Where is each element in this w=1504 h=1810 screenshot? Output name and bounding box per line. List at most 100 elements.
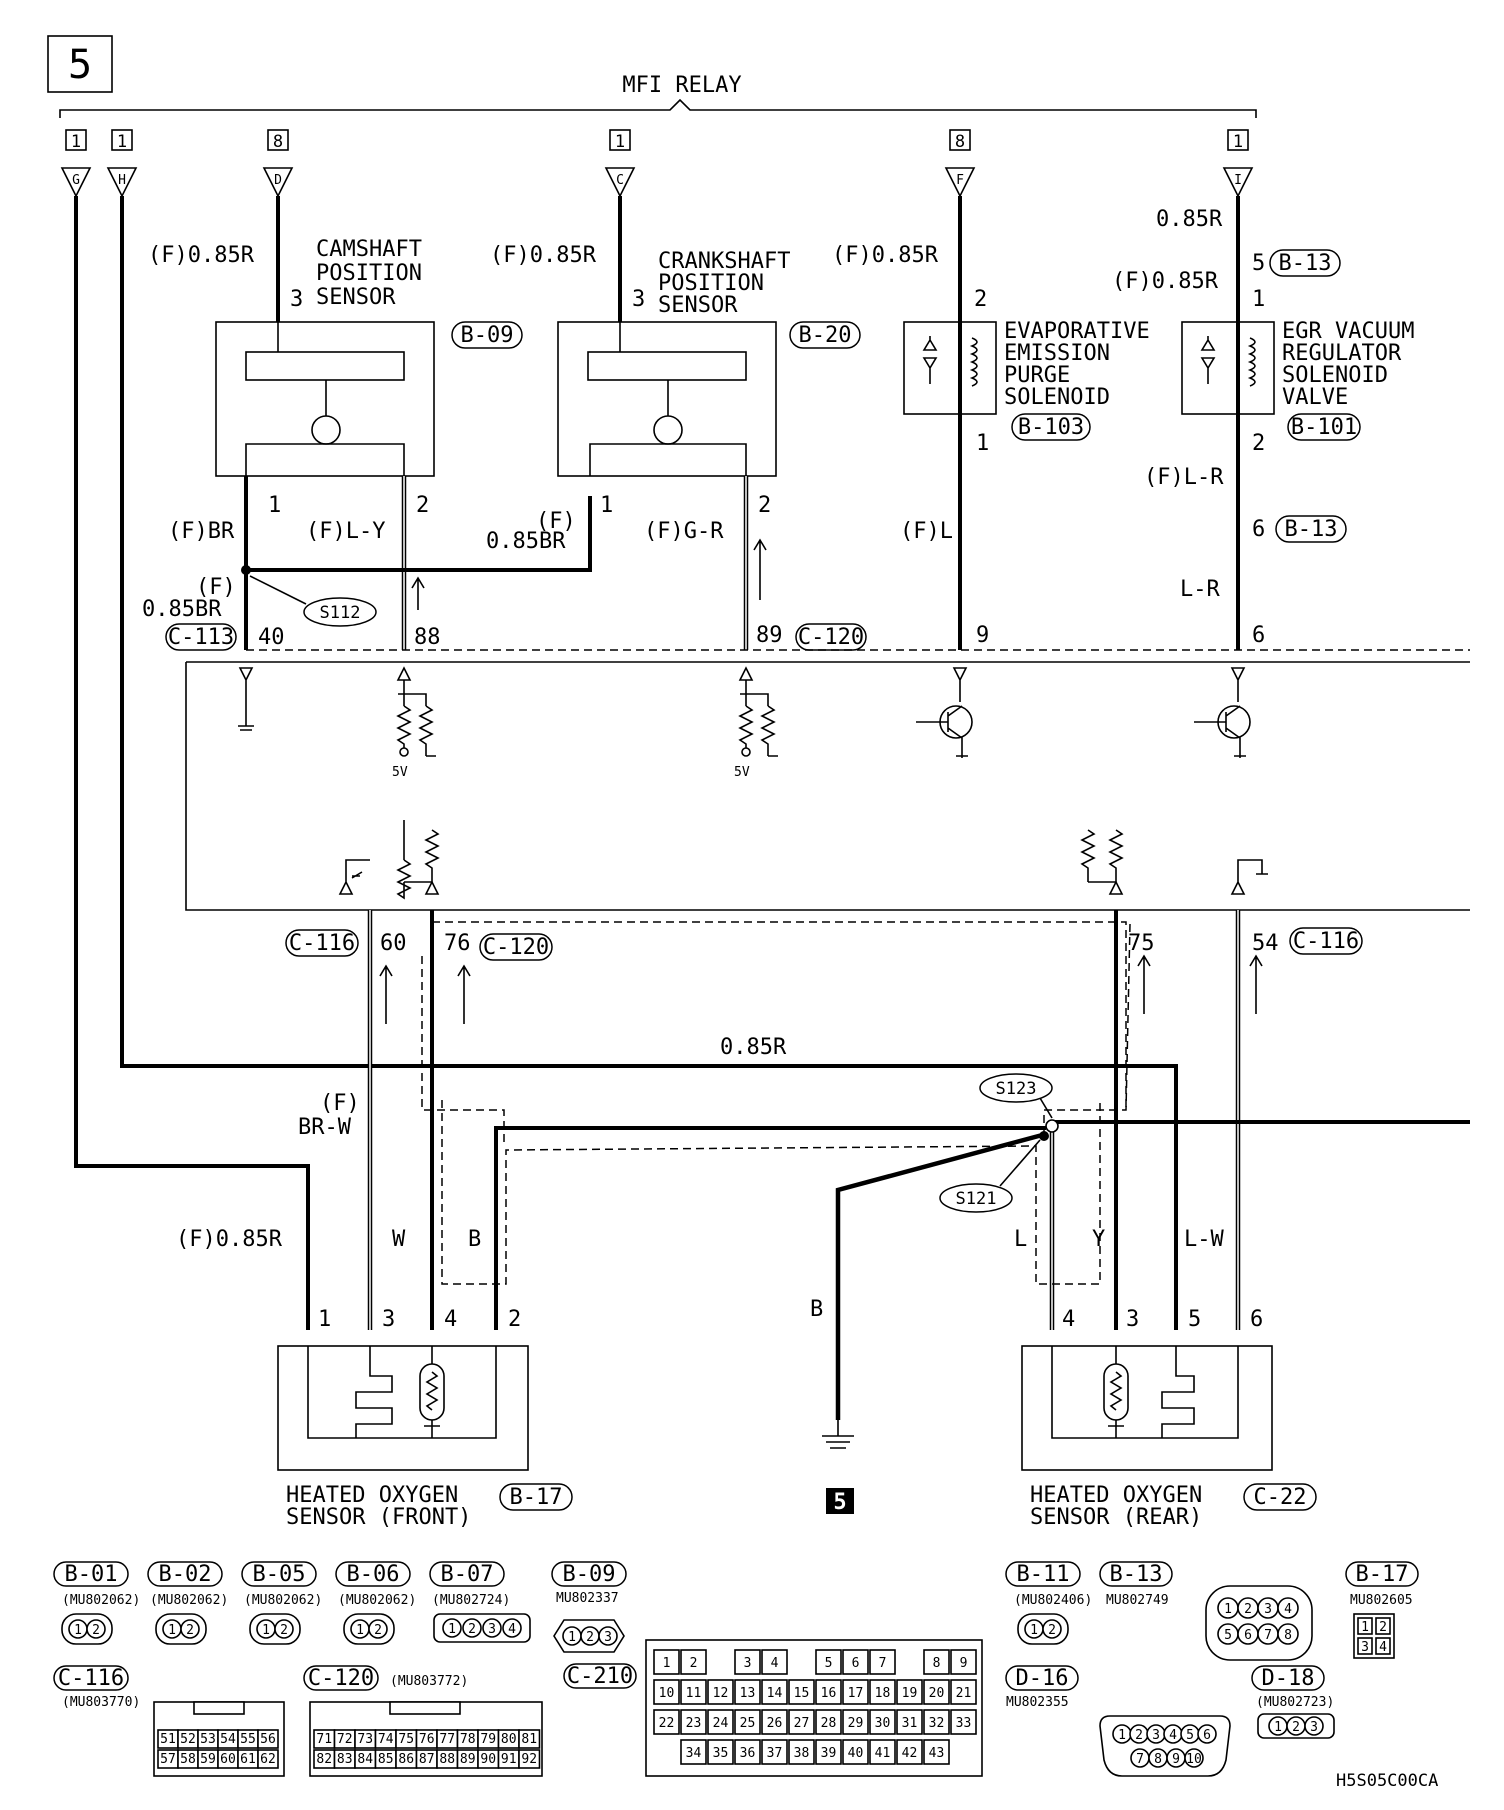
pin-cell: [923, 1649, 950, 1675]
conn-c113: C-113: [168, 625, 234, 650]
o2-front-box: [277, 1345, 529, 1471]
pin-40: 40: [258, 625, 285, 650]
svg-text:C-116: C-116: [58, 1666, 124, 1691]
pin-label: 15: [794, 1686, 810, 1701]
pin-label: 14: [767, 1686, 783, 1701]
pin-label: 30: [875, 1716, 891, 1731]
pin-label: 82: [316, 1752, 332, 1767]
pin-label: 80: [501, 1732, 517, 1747]
crank-transistor: [653, 415, 683, 445]
page-number: 5: [68, 42, 92, 88]
svg-text:1: 1: [71, 132, 81, 152]
label-o2r-l: L: [1014, 1227, 1027, 1252]
terminal-h: 1 H: [106, 129, 138, 198]
wire-h: [120, 196, 1178, 1330]
pin-o2f-2: 2: [508, 1307, 521, 1332]
svg-text:1: 1: [262, 1623, 270, 1638]
pin-cell: [680, 1649, 707, 1675]
pin-evap-2: 2: [974, 287, 987, 312]
splice-s112: S112: [320, 603, 361, 623]
svg-text:B-02: B-02: [159, 1562, 212, 1587]
svg-text:2: 2: [1379, 1620, 1387, 1635]
terminal-g: 1 G: [60, 129, 92, 198]
svg-text:(MU803772): (MU803772): [390, 1674, 468, 1689]
pin-label: 1: [1118, 1728, 1126, 1743]
svg-text:(MU802062): (MU802062): [62, 1593, 140, 1608]
label-ground-a: (F): [196, 575, 236, 600]
label-o2f-b: B: [468, 1227, 481, 1252]
pin-label: 18: [875, 1686, 891, 1701]
terminal-i: 1 I: [1222, 129, 1254, 198]
svg-text:B-09: B-09: [563, 1562, 616, 1587]
pin-cell: [707, 1709, 734, 1735]
svg-text:1: 1: [1030, 1623, 1038, 1638]
pin-cell: [842, 1679, 869, 1705]
signal-arrows: [379, 954, 1263, 1024]
svg-text:(MU803770): (MU803770): [62, 1695, 140, 1710]
pin-label: 85: [378, 1752, 394, 1767]
label-o2r-lw: L-W: [1184, 1227, 1224, 1252]
pin-label: 26: [767, 1716, 783, 1731]
crankshaft-name-2: POSITION: [658, 271, 764, 296]
pin-cell: [707, 1679, 734, 1705]
pin-cell: [680, 1679, 707, 1705]
o2-front-name-2: SENSOR (FRONT): [286, 1505, 471, 1530]
pin-label: 60: [220, 1752, 236, 1767]
pin-label: 6: [852, 1656, 860, 1671]
pin-o2r-6: 6: [1250, 1307, 1263, 1332]
splice-s123: S123: [996, 1079, 1037, 1099]
legend-b17: B-17 MU802605 1 2 3 4: [1345, 1561, 1419, 1659]
pin-label: 84: [357, 1752, 373, 1767]
pin-label: 4: [771, 1656, 779, 1671]
pin-label: 17: [848, 1686, 864, 1701]
pin-label: 21: [956, 1686, 972, 1701]
pin-cell: [815, 1649, 842, 1675]
svg-text:I: I: [1234, 173, 1242, 188]
b13-top-pill: [1269, 249, 1341, 277]
pin-cell: [815, 1709, 842, 1735]
crankshaft-sensor-box: [557, 321, 777, 477]
o2-rear-name-1: HEATED OXYGEN: [1030, 1483, 1202, 1508]
legend-b13: B-13 MU802749 1 2 3 4 5 6 7 8: [1099, 1561, 1313, 1661]
svg-text:4: 4: [508, 1622, 516, 1637]
label-cam-power: (F)0.85R: [148, 243, 255, 268]
pin-label: 51: [160, 1732, 176, 1747]
pin-cell: [869, 1649, 896, 1675]
o2-rear-box: [1021, 1345, 1273, 1471]
svg-text:MU802749: MU802749: [1106, 1593, 1169, 1608]
pin-label: 75: [398, 1732, 414, 1747]
svg-text:6: 6: [1244, 1628, 1252, 1643]
pin-cell: [653, 1649, 680, 1675]
pin-label: 7: [879, 1656, 887, 1671]
pin-label: 3: [744, 1656, 752, 1671]
pin-label: 5: [825, 1656, 833, 1671]
pin-label: 86: [398, 1752, 414, 1767]
pin-label: 1: [663, 1656, 671, 1671]
svg-text:2: 2: [586, 1630, 594, 1645]
pin-circle: [1197, 1724, 1217, 1744]
label-egr-power: (F)0.85R: [1112, 269, 1219, 294]
pin-cell: [788, 1679, 815, 1705]
terminal-c: 1 C: [604, 129, 636, 198]
o2f-connector: B-17: [510, 1485, 563, 1510]
pin-label: 38: [794, 1746, 810, 1761]
label-5v-left: 5V: [392, 765, 408, 780]
pin-egr-5: 5: [1252, 251, 1265, 276]
label-evap-power: (F)0.85R: [832, 243, 939, 268]
c116-right-pill: [1289, 927, 1363, 955]
svg-text:2: 2: [186, 1623, 194, 1638]
pin-cell: [896, 1739, 923, 1765]
egr-connector: B-101: [1291, 415, 1357, 440]
svg-text:1: 1: [448, 1622, 456, 1637]
label-evap-1: (F)L: [900, 519, 953, 544]
pin-cam-3: 3: [290, 287, 303, 312]
svg-text:(MU802062): (MU802062): [338, 1593, 416, 1608]
svg-text:1: 1: [1224, 1602, 1232, 1617]
svg-text:C-120: C-120: [308, 1666, 374, 1691]
pin-o2r-5: 5: [1188, 1307, 1201, 1332]
pin-label: 42: [902, 1746, 918, 1761]
pin-label: 19: [902, 1686, 918, 1701]
o2f-conn-pill: [499, 1483, 573, 1511]
label-o2r-y: Y: [1092, 1227, 1105, 1252]
